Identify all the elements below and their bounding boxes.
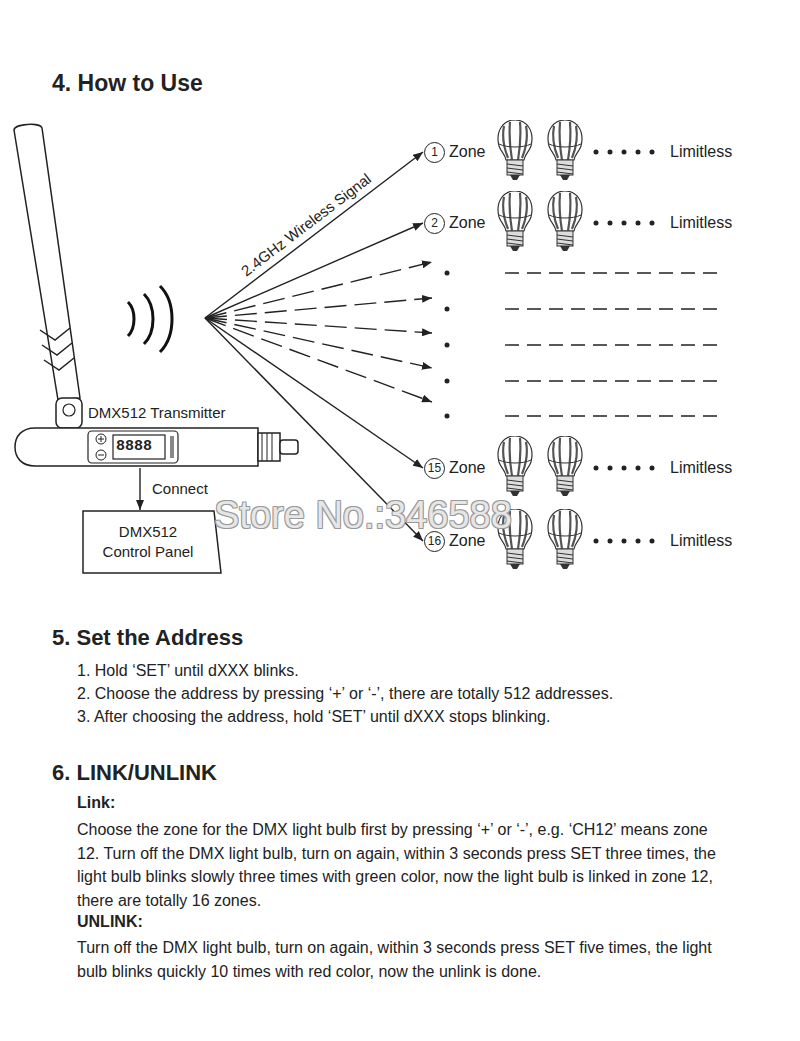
paragraph: Turn off the DMX light bulb, turn on aga… — [77, 936, 732, 983]
zone-label: Zone — [449, 213, 485, 233]
watermark: Store No.:346588 — [214, 494, 512, 537]
connector-arrow — [205, 152, 423, 318]
edge-label: Connect — [152, 480, 208, 498]
section-heading: 5. Set the Address — [52, 625, 243, 651]
zone-row: 15Zone Limitless — [423, 440, 763, 496]
section-heading: 4. How to Use — [52, 70, 203, 97]
zone-label: Zone — [449, 458, 485, 478]
zone-label: Zone — [449, 142, 485, 162]
transmitter-device: DMX512 Transmitter — [10, 120, 205, 468]
zone-row: 16Zone Limitless — [423, 513, 763, 569]
paragraph: Choose the zone for the DMX light bulb f… — [77, 818, 732, 912]
zone-row: 1Zone Limitless — [423, 124, 763, 180]
connector-arrow — [205, 223, 423, 318]
subheading: UNLINK: — [77, 913, 143, 931]
limitless-label: Limitless — [670, 531, 732, 551]
device-label: DMX512 Transmitter — [88, 404, 226, 421]
display-digits: 8888 — [116, 438, 152, 455]
limitless-label: Limitless — [670, 213, 732, 233]
step-text: 2. Choose the address by pressing ‘+’ or… — [77, 685, 613, 703]
zone-row: 2Zone Limitless — [423, 195, 763, 251]
step-text: 3. After choosing the address, hold ‘SET… — [77, 708, 550, 726]
callout-number: 2 — [424, 213, 445, 234]
connector-arrow — [205, 318, 423, 468]
panel-outline — [82, 510, 222, 574]
step-text: 1. Hold ‘SET’ until dXXX blinks. — [77, 662, 299, 680]
control-panel-box: DMX512 Control Panel — [82, 510, 222, 574]
callout-number: 15 — [424, 458, 445, 479]
callout-number: 16 — [424, 531, 445, 552]
limitless-label: Limitless — [670, 142, 732, 162]
limitless-label: Limitless — [670, 458, 732, 478]
zone-label: Zone — [449, 531, 485, 551]
callout-number: 1 — [424, 142, 445, 163]
section-heading: 6. LINK/UNLINK — [52, 760, 217, 786]
connector-arrow — [139, 468, 140, 510]
subheading: Link: — [77, 794, 115, 812]
connector-arrow — [205, 318, 423, 541]
panel-label: DMX512 Control Panel — [95, 522, 201, 562]
edge-label: 2.4GHz Wireless Signal — [238, 170, 375, 280]
